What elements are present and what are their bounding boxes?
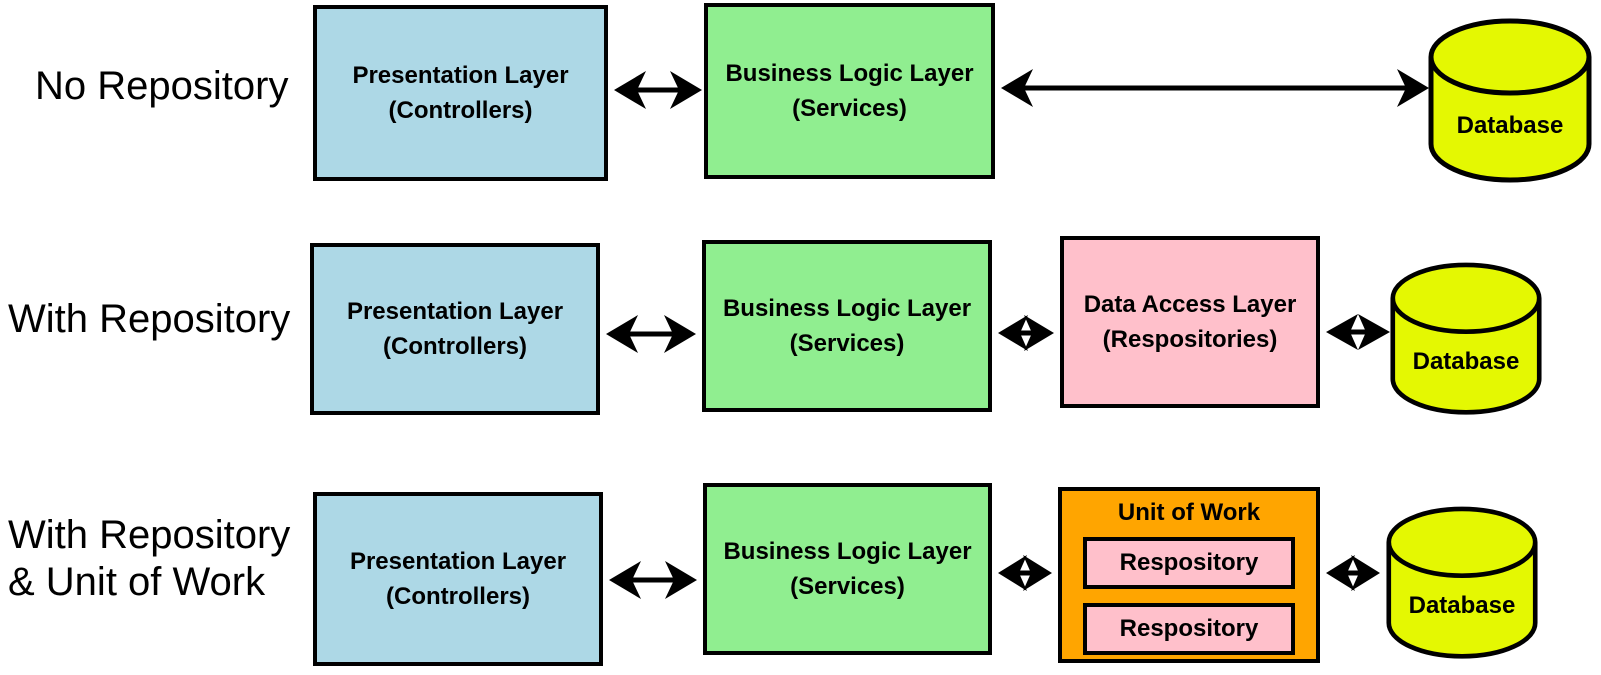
bidirectional-arrow-icon [998,555,1052,591]
bidirectional-arrow-icon [998,315,1054,351]
database-label: Database [1412,347,1520,375]
box-label-line2: (Controllers) [386,583,530,610]
presentation-layer-label: Presentation Layer (Controllers) [347,294,563,364]
bidirectional-arrow-icon [1326,314,1390,350]
row3-label-line2: & Unit of Work [8,560,266,604]
business-logic-layer-label: Business Logic Layer (Services) [723,534,971,604]
bidirectional-arrow-icon [1326,555,1380,591]
bidirectional-arrow-icon [1001,69,1429,107]
database-cylinder-icon [1390,262,1542,415]
repository-box: Respository [1083,603,1295,655]
row2-label: With Repository [8,297,291,341]
database-label: Database [1408,591,1516,619]
repository-box: Respository [1083,537,1295,589]
box-label-line1: Business Logic Layer [722,295,972,322]
bidirectional-arrow-icon [609,561,697,599]
bidirectional-arrow-icon [614,71,702,109]
row1-label: No Repository [35,64,289,108]
business-logic-layer-label: Business Logic Layer (Services) [723,291,971,361]
database-cylinder-icon [1386,506,1538,659]
box-label-line1: Data Access Layer [1083,291,1297,318]
database-label: Database [1456,111,1564,139]
box-label-line2: (Controllers) [383,333,527,360]
row1-database-cylinder: Database [1428,18,1592,186]
box-label-line2: (Services) [792,95,907,122]
box-label-line2: (Services) [790,573,905,600]
repository-label: Respository [1119,615,1259,642]
box-label-line1: Presentation Layer [346,298,564,325]
row3-unit-of-work-box: Unit of Work Respository Respository [1058,487,1320,663]
bidirectional-arrow-icon [606,315,696,353]
presentation-layer-label: Presentation Layer (Controllers) [350,544,566,614]
row3-label-line1: With Repository [8,513,291,557]
row1-business-logic-layer-box: Business Logic Layer (Services) [704,3,995,179]
row3-presentation-layer-box: Presentation Layer (Controllers) [313,492,603,666]
row2-data-access-layer-box: Data Access Layer (Respositories) [1060,236,1320,408]
box-label-line1: Presentation Layer [349,548,567,575]
business-logic-layer-label: Business Logic Layer (Services) [725,56,973,126]
box-label-line2: (Services) [789,330,905,357]
presentation-layer-label: Presentation Layer (Controllers) [352,58,568,128]
row3-database-cylinder: Database [1386,506,1538,662]
box-label-line1: Business Logic Layer [725,60,974,87]
box-label-line1: Business Logic Layer [723,538,972,565]
row2-business-logic-layer-box: Business Logic Layer (Services) [702,240,992,412]
row3-business-logic-layer-box: Business Logic Layer (Services) [703,483,992,655]
database-cylinder-icon [1428,18,1592,183]
row3-label: With Repository & Unit of Work [8,512,290,606]
box-label-line1: Presentation Layer [352,62,569,89]
box-label-line2: (Respositories) [1102,326,1278,353]
box-label-line2: (Controllers) [388,97,533,124]
repository-label: Respository [1119,549,1259,576]
row1-presentation-layer-box: Presentation Layer (Controllers) [313,5,608,181]
row2-presentation-layer-box: Presentation Layer (Controllers) [310,243,600,415]
unit-of-work-title: Unit of Work [1117,499,1261,526]
data-access-layer-label: Data Access Layer (Respositories) [1084,287,1297,357]
row2-database-cylinder: Database [1390,262,1542,418]
